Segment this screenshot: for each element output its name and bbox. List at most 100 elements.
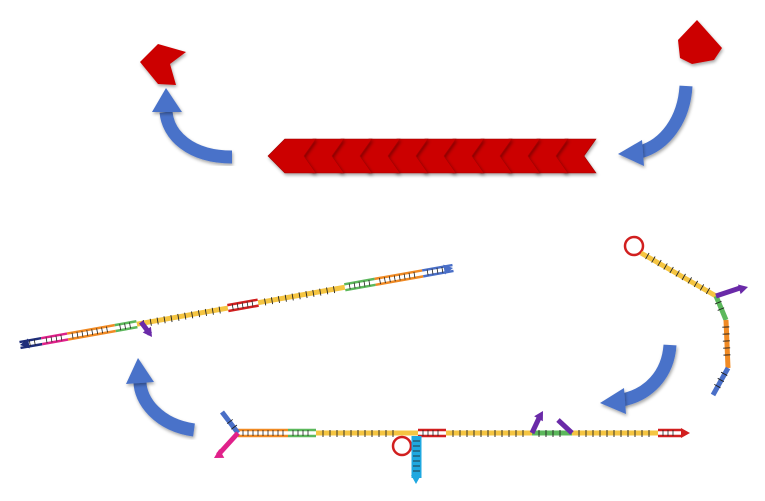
- base-pair-tick: [332, 286, 336, 294]
- base-pair-tick: [241, 302, 244, 309]
- strand-line: [723, 319, 731, 369]
- arrow-head: [126, 358, 154, 384]
- base-pair-tick: [277, 295, 280, 303]
- base-pair-tick: [81, 330, 84, 337]
- arrow-shaft: [620, 344, 677, 407]
- base-pair-tick: [226, 419, 233, 425]
- diagonal-strand-single: [136, 305, 229, 328]
- diagonal-strand-duplex: [374, 269, 424, 287]
- base-pair-tick: [388, 276, 391, 283]
- diagonal-strand-duplex: [227, 298, 259, 313]
- hairpin-green: [713, 295, 729, 321]
- base-pair-tick: [96, 328, 99, 335]
- diagonal-strand-start-arrow: [20, 338, 30, 349]
- hairpin-blue: [710, 366, 731, 397]
- base-pair-tick: [184, 312, 187, 320]
- base-pair-tick: [705, 287, 711, 295]
- base-pair-tick: [191, 311, 194, 319]
- curved-arrow-icon: [152, 88, 233, 164]
- base-pair-tick: [170, 315, 173, 323]
- cycle-arrows: [126, 85, 693, 437]
- base-pair-tick: [383, 277, 386, 284]
- duplex-line: [40, 332, 68, 340]
- duplex-line: [41, 338, 69, 346]
- strand-line: [257, 284, 346, 306]
- base-pair-tick: [717, 377, 725, 383]
- base-pair-tick: [714, 384, 721, 389]
- fork-magenta-arrow: [214, 449, 225, 458]
- diagonal-strand-end-arrow: [443, 264, 453, 275]
- dna-strands: [19, 235, 748, 484]
- base-pair-tick: [379, 277, 381, 285]
- base-pair-tick: [413, 271, 416, 278]
- duplex-line: [345, 283, 376, 292]
- fork-magenta: [216, 431, 240, 457]
- chevron-monomer-icon: [678, 20, 722, 64]
- base-pair-tick: [156, 317, 159, 325]
- base-pair-tick: [163, 316, 166, 324]
- base-pair-tick: [86, 330, 89, 337]
- purple-branch-2: [556, 418, 574, 435]
- base-pair-tick: [33, 339, 36, 346]
- hairpin-purple-arrow: [738, 284, 748, 295]
- chevron-polymer: [267, 138, 597, 174]
- base-pair-tick: [204, 308, 207, 316]
- bottom-strand-orange: [238, 428, 288, 438]
- base-pair-tick: [106, 326, 108, 333]
- base-pair-tick: [28, 340, 31, 347]
- bottom-strand-yellow: [446, 430, 532, 437]
- base-pair-tick: [441, 266, 444, 273]
- arrowhead-shape: [214, 449, 225, 458]
- duplex-line: [20, 342, 43, 350]
- duplex-line: [114, 320, 137, 327]
- arrow-head: [600, 388, 626, 414]
- base-pair-tick: [669, 266, 674, 274]
- cyan-branch-arrow: [411, 475, 421, 484]
- strand-line: [710, 366, 731, 397]
- base-pair-tick: [197, 310, 201, 318]
- curved-arrow-icon: [618, 85, 693, 166]
- fork-blue: [220, 410, 240, 435]
- strand-line: [556, 418, 574, 435]
- duplex-line: [66, 323, 115, 335]
- arrowhead-shape: [411, 475, 421, 484]
- base-pair-tick: [408, 272, 411, 279]
- curved-arrow-icon: [600, 344, 677, 414]
- base-pair-tick: [393, 275, 396, 282]
- arrow-shaft: [637, 85, 693, 159]
- arrow-shaft: [133, 381, 196, 437]
- arrow-head: [618, 140, 644, 166]
- base-pair-tick: [264, 298, 267, 306]
- strand-line: [216, 431, 240, 457]
- base-pair-tick: [211, 307, 214, 315]
- diagonal-strand-single: [257, 284, 346, 306]
- base-pair-tick: [645, 252, 650, 260]
- base-pair-tick: [403, 273, 406, 280]
- base-pair-tick: [663, 263, 668, 270]
- base-pair-tick: [312, 289, 315, 297]
- duplex-line: [19, 336, 42, 344]
- base-pair-tick: [426, 269, 429, 276]
- hairpin-stem: [639, 250, 718, 299]
- hairpin-orange: [722, 319, 731, 369]
- bottom-strand-yellow: [316, 430, 400, 437]
- bottom-strand-red: [418, 428, 446, 438]
- diagonal-strand-duplex: [114, 320, 138, 333]
- strand-line: [220, 410, 240, 435]
- hairpin-loop-icon: [391, 435, 413, 457]
- base-pair-tick: [291, 293, 294, 301]
- base-pair-tick: [270, 297, 274, 305]
- strand-line: [639, 250, 718, 299]
- base-pair-tick: [91, 329, 94, 336]
- base-pair-tick: [218, 306, 221, 314]
- base-pair-tick: [76, 331, 79, 338]
- duplex-line: [67, 329, 117, 341]
- base-pair-tick: [284, 294, 287, 302]
- base-pair-tick: [358, 281, 361, 288]
- arrowhead-shape: [142, 326, 152, 337]
- base-pair-tick: [305, 291, 308, 299]
- base-pair-tick: [326, 287, 329, 295]
- purple-branch-arrow: [534, 411, 543, 422]
